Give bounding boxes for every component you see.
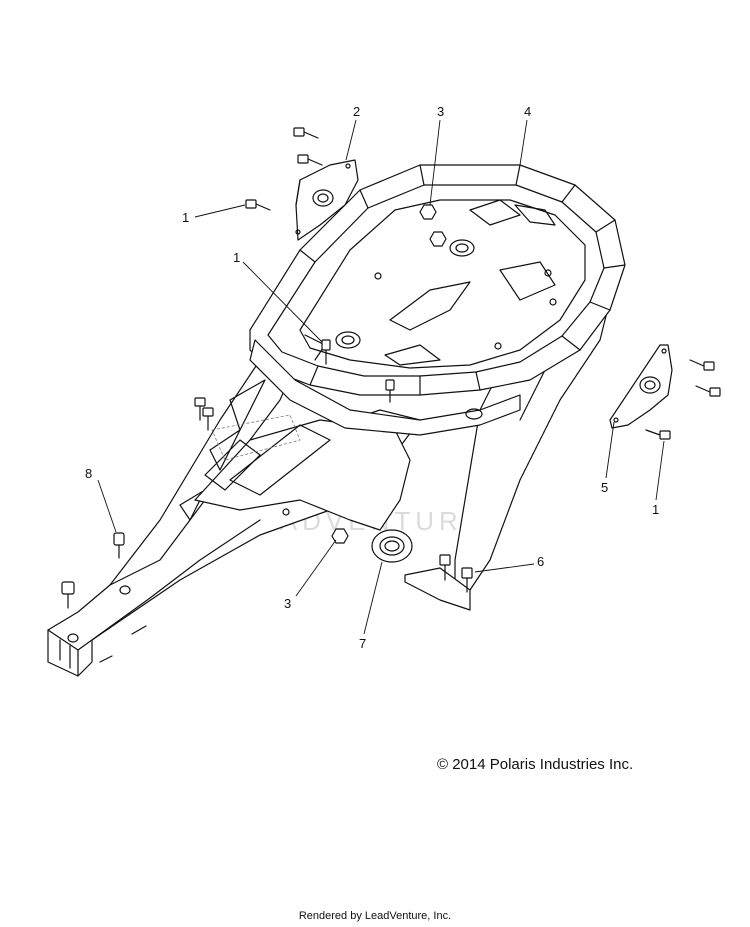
callout-label: 1 bbox=[182, 210, 189, 225]
callout-label: 5 bbox=[601, 480, 608, 495]
bolt-icon bbox=[245, 199, 271, 211]
nut-icon bbox=[429, 231, 447, 247]
bolt-icon bbox=[194, 397, 206, 421]
callout-label: 1 bbox=[233, 250, 240, 265]
rear-frame-rail bbox=[47, 339, 421, 677]
callout-label: 6 bbox=[537, 554, 544, 569]
copyright-notice: © 2014 Polaris Industries Inc. bbox=[437, 756, 634, 773]
rack-floor bbox=[299, 199, 586, 420]
callout-label: 3 bbox=[437, 104, 444, 119]
bolt-icon bbox=[461, 567, 473, 593]
callout-labels: 1 2 3 4 1 8 5 1 6 3 7 bbox=[85, 104, 659, 651]
bolt-icon bbox=[202, 407, 214, 431]
bolt-icon bbox=[293, 127, 319, 139]
bolt-icon bbox=[645, 429, 671, 440]
bolt-icon bbox=[113, 532, 125, 559]
bolt-icon bbox=[321, 339, 331, 365]
nut-icon bbox=[331, 528, 349, 544]
bolt-icon bbox=[385, 379, 395, 403]
callout-label: 3 bbox=[284, 596, 291, 611]
bolt-icon bbox=[689, 359, 715, 371]
callout-label: 4 bbox=[524, 104, 531, 119]
bolt-icon bbox=[439, 554, 451, 581]
right-mount-bracket bbox=[609, 344, 673, 429]
left-mount-bracket bbox=[295, 159, 359, 241]
callout-label: 7 bbox=[359, 636, 366, 651]
leader-lines bbox=[97, 119, 665, 635]
bolt-icon bbox=[297, 154, 323, 166]
callout-label: 2 bbox=[353, 104, 360, 119]
fasteners bbox=[61, 127, 721, 609]
bolt-icon bbox=[695, 385, 721, 397]
rendered-by-footer: Rendered by LeadVenture, Inc. bbox=[298, 910, 452, 922]
nut-icon bbox=[419, 204, 437, 220]
bolt-icon bbox=[61, 581, 75, 609]
callout-label: 8 bbox=[85, 466, 92, 481]
callout-label: 1 bbox=[652, 502, 659, 517]
